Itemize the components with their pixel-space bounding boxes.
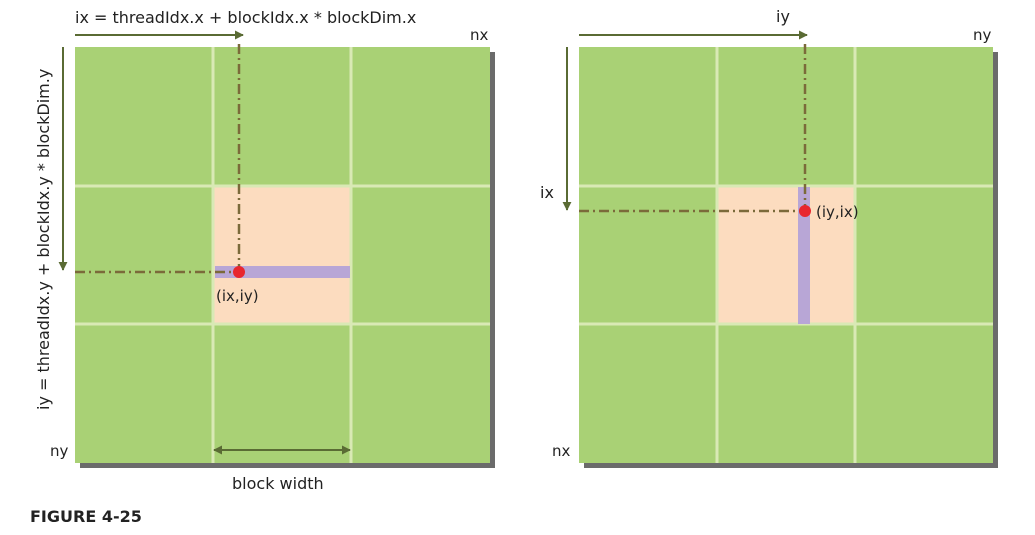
right-highlight-block: [717, 186, 855, 324]
right-point-label: (iy,ix): [816, 203, 859, 221]
left-iy-formula: iy = threadIdx.y + blockIdx.y * blockDim…: [34, 69, 53, 410]
right-matrix: [579, 44, 998, 468]
right-corner-ny: ny: [973, 26, 992, 44]
right-left-axis-label: ix: [540, 183, 554, 202]
figure-caption: FIGURE 4-25: [30, 507, 142, 526]
left-ix-formula: ix = threadIdx.x + blockIdx.x * blockDim…: [75, 8, 416, 27]
left-corner-nx: nx: [470, 26, 489, 44]
left-point-label: (ix,iy): [216, 287, 259, 305]
right-thread-column-bar: [798, 187, 810, 324]
left-thread-row-bar: [215, 266, 350, 278]
right-corner-nx: nx: [552, 442, 571, 460]
left-corner-ny: ny: [50, 442, 69, 460]
left-highlight-block: [213, 186, 351, 324]
left-point-marker: [233, 266, 245, 278]
right-grid-lines: [579, 47, 993, 463]
left-matrix: [75, 44, 495, 468]
block-width-label: block width: [232, 474, 324, 493]
right-point-marker: [799, 205, 811, 217]
left-grid-lines: [75, 47, 490, 463]
right-top-axis-label: iy: [776, 7, 790, 26]
